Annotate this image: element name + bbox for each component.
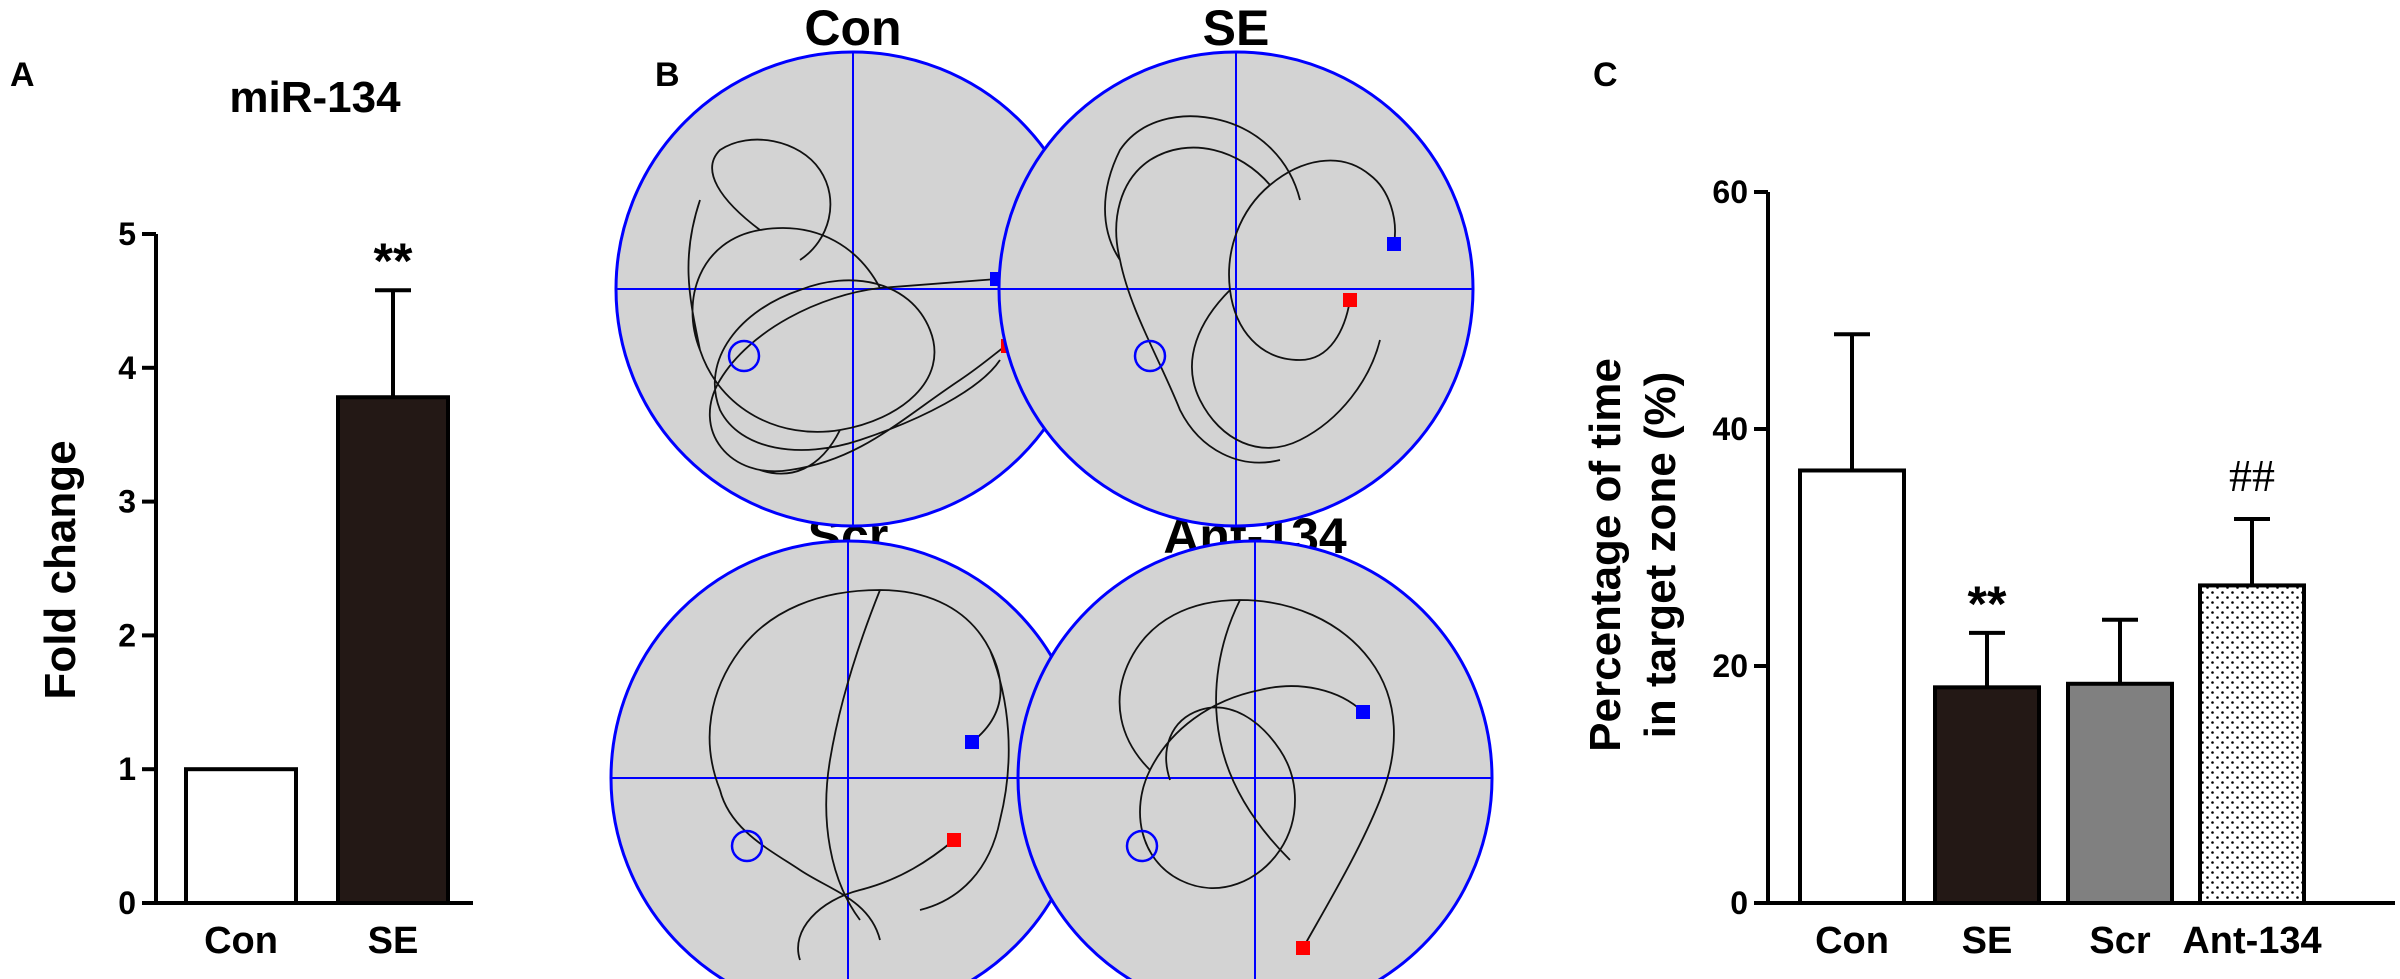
maze-swim-path — [708, 589, 1010, 961]
chart-c-category-label: SE — [1962, 920, 2013, 962]
chart-a-title: miR-134 — [229, 73, 401, 122]
panel-label-b: B — [655, 56, 680, 94]
chart-c-bar — [2066, 681, 2174, 906]
panel-label-a: A — [10, 56, 35, 94]
water-maze-panel: Con SE Scr Ant-134 — [609, 0, 1494, 979]
maze-end-marker — [1343, 293, 1357, 307]
chart-c-significance: ## — [2229, 450, 2275, 501]
chart-c-bar — [2198, 583, 2306, 905]
chart-a-ytick-label: 3 — [118, 484, 136, 520]
maze-swim-path — [687, 138, 1009, 475]
chart-c-significance: ** — [1968, 576, 2007, 632]
chart-a-significance: ** — [374, 233, 413, 289]
chart-c-bar — [1798, 468, 1906, 905]
chart-a-bar — [184, 767, 298, 906]
chart-a-category-label: Con — [204, 920, 278, 962]
chart-a-ytick-label: 0 — [118, 885, 136, 921]
panel-label-c: C — [1593, 56, 1618, 94]
chart-a-ytick-label: 2 — [118, 617, 136, 653]
maze-end-marker — [1296, 941, 1310, 955]
maze-start-marker — [965, 735, 979, 749]
chart-c-category-label: Con — [1815, 920, 1889, 962]
maze-start-marker — [1387, 237, 1401, 251]
maze-platform — [730, 829, 764, 863]
chart-a-ylabel: Fold change — [36, 440, 85, 699]
chart-a-category-label: SE — [368, 920, 419, 962]
chart-a-ytick-label: 4 — [118, 350, 136, 386]
maze-platform — [727, 339, 761, 373]
chart-c-ytick-label: 20 — [1712, 648, 1748, 684]
maze-swim-path — [1118, 599, 1395, 949]
maze-start-marker — [1356, 705, 1370, 719]
chart-c-category-label: Scr — [2089, 920, 2150, 962]
maze-end-marker — [947, 833, 961, 847]
chart-c-ylabel-line2: in target zone (%) — [1636, 372, 1685, 739]
maze-platform — [1133, 339, 1167, 373]
chart-c-ylabel-line1: Percentage of time — [1581, 358, 1630, 752]
chart-c-ytick-label: 0 — [1730, 885, 1748, 921]
chart-c-bar — [1933, 685, 2041, 906]
chart-a-bar — [336, 395, 450, 905]
maze-title-con: Con — [804, 0, 901, 56]
chart-c-ytick-label: 40 — [1712, 411, 1748, 447]
chart-c: Percentage of time in target zone (%) 0 2… — [1581, 174, 2395, 962]
chart-a-ytick-label: 1 — [118, 751, 136, 787]
maze-title-se: SE — [1203, 0, 1270, 56]
maze-swim-path — [1104, 115, 1396, 464]
chart-c-ytick-label: 60 — [1712, 174, 1748, 210]
chart-c-category-label: Ant-134 — [2182, 920, 2321, 962]
chart-a-ytick-label: 5 — [118, 216, 136, 252]
maze-platform — [1125, 829, 1159, 863]
